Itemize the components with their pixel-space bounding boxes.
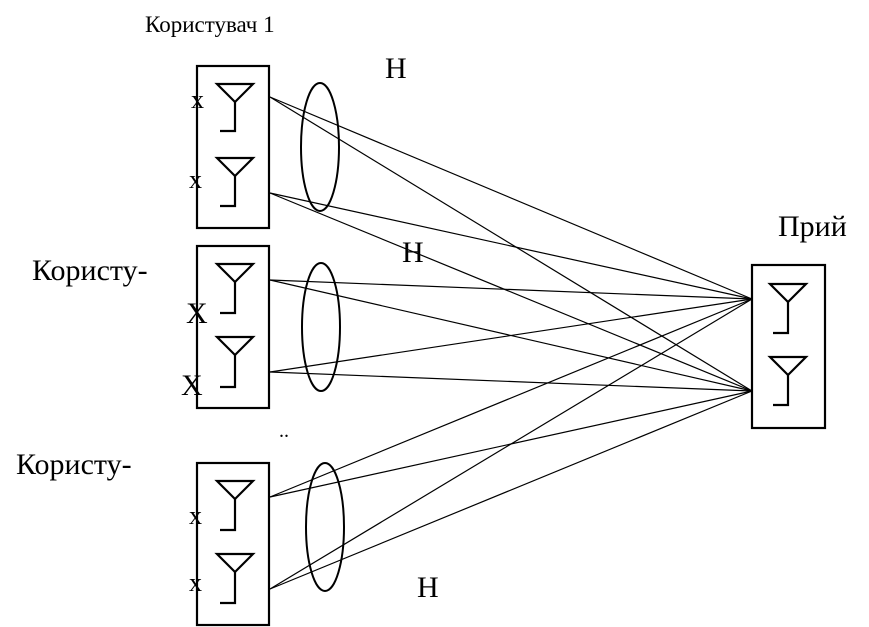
channel-h-label-1: H bbox=[385, 52, 407, 85]
user-1-antenna-2-icon bbox=[214, 156, 256, 208]
user-1-antenna-1-icon bbox=[214, 82, 256, 133]
receiver-block bbox=[750, 263, 827, 430]
ray-user-3-ant-1-to-rx-ant-1 bbox=[269, 298, 753, 498]
user-2-box bbox=[195, 244, 271, 410]
channel-rays bbox=[269, 96, 753, 590]
user-2-antenna-1-icon bbox=[214, 262, 256, 315]
ray-user-2-ant-2-to-rx-ant-1 bbox=[269, 298, 753, 373]
user-1-title: Користувач 1 bbox=[145, 12, 275, 37]
user-3-antenna-2-icon bbox=[214, 552, 256, 605]
user-1-block bbox=[195, 64, 271, 230]
user-1-channel-ellipse bbox=[300, 82, 340, 212]
user-3-channel-ellipse bbox=[305, 462, 345, 592]
user-3-antenna-1-icon bbox=[214, 479, 256, 532]
ray-user-1-ant-2-to-rx-ant-1 bbox=[269, 192, 753, 300]
ray-user-3-ant-2-to-rx-ant-1 bbox=[269, 298, 753, 590]
user-3-title: Користу- bbox=[16, 448, 132, 481]
user-3-input-x2: x bbox=[189, 568, 202, 597]
ellipsis-dots: .. bbox=[279, 420, 289, 442]
user-1-box bbox=[195, 64, 271, 230]
user-2-title: Користу- bbox=[32, 254, 148, 287]
ray-user-2-ant-1-to-rx-ant-1 bbox=[269, 279, 753, 300]
ray-user-3-ant-2-to-rx-ant-2 bbox=[269, 390, 753, 590]
receiver-antenna-1-icon bbox=[767, 282, 809, 335]
ray-user-1-ant-1-to-rx-ant-1 bbox=[269, 96, 753, 300]
ray-user-1-ant-2-to-rx-ant-2 bbox=[269, 192, 753, 392]
user-2-input-x2: X bbox=[181, 369, 203, 402]
user-1-input-x2: x bbox=[189, 165, 202, 194]
ray-user-2-ant-2-to-rx-ant-2 bbox=[269, 371, 753, 392]
channel-h-label-2: H bbox=[402, 236, 424, 269]
channel-h-label-3: H bbox=[417, 571, 439, 604]
user-2-block bbox=[195, 244, 271, 410]
user-2-channel-ellipse bbox=[301, 262, 341, 392]
receiver-title: Прий bbox=[778, 210, 847, 243]
user-3-box bbox=[195, 461, 271, 627]
user-2-input-x1: X bbox=[186, 297, 208, 330]
user-3-input-x1: x bbox=[189, 501, 202, 530]
user-2-antenna-2-icon bbox=[214, 335, 256, 389]
receiver-antenna-2-icon bbox=[767, 355, 809, 407]
user-1-input-x1: x bbox=[191, 85, 204, 114]
user-3-block bbox=[195, 461, 271, 627]
ray-user-1-ant-1-to-rx-ant-2 bbox=[269, 96, 753, 392]
